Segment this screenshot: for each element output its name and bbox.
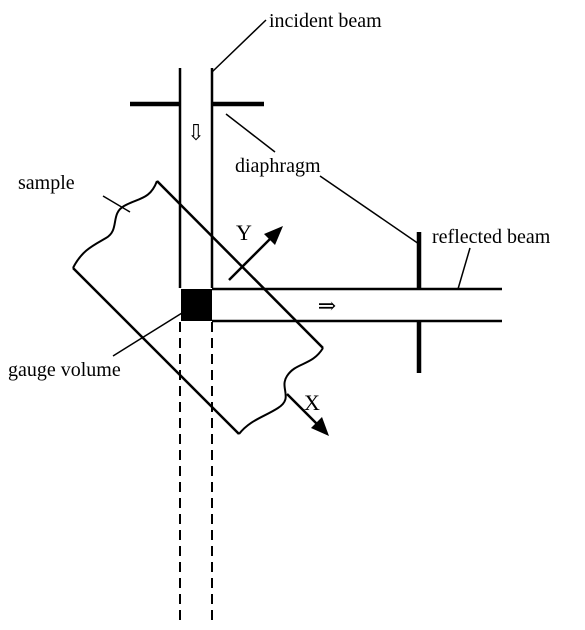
reflected-beam-label: reflected beam	[432, 226, 551, 248]
incident-beam-label: incident beam	[269, 10, 382, 32]
sample-lower-edge	[72, 267, 240, 435]
reflected-beam	[212, 287, 502, 323]
sample-leader	[102, 195, 131, 213]
x-axis-label: X	[304, 390, 320, 415]
reflected-beam-leader	[457, 247, 471, 290]
transmitted-beam-dashed	[179, 322, 213, 620]
incident-direction-icon: ⇩	[187, 120, 205, 145]
diaphragm-leader-right	[319, 175, 420, 245]
y-axis-arrow	[228, 226, 283, 281]
sample-label: sample	[18, 172, 75, 194]
leader-lines	[102, 19, 471, 357]
y-axis-arrowhead	[264, 226, 283, 245]
incident-beam	[178, 68, 214, 288]
gauge-volume-leader	[112, 312, 183, 357]
gauge-volume-label: gauge volume	[8, 359, 121, 381]
y-axis-shaft	[228, 232, 277, 281]
x-axis-arrow	[286, 393, 329, 436]
sample-break-left	[72, 180, 158, 269]
diaphragm-leader-top	[225, 113, 276, 153]
x-axis-shaft	[286, 393, 322, 429]
diaphragm-label: diaphragm	[235, 155, 321, 177]
x-axis-arrowhead	[311, 417, 329, 436]
sample-break-right	[238, 347, 324, 435]
y-axis-label: Y	[236, 220, 252, 245]
incident-beam-leader	[211, 19, 267, 73]
gauge-volume-block	[181, 289, 212, 321]
reflected-direction-icon: ⇒	[318, 293, 336, 318]
sample	[72, 180, 324, 435]
sample-upper-edge	[156, 180, 324, 349]
